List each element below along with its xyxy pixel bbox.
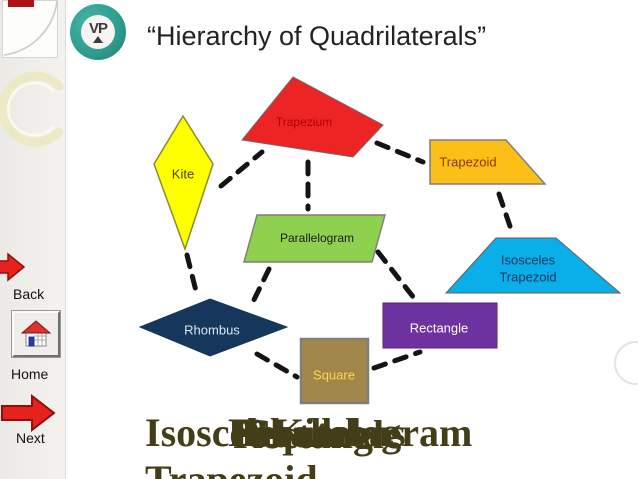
node-label-square: Square bbox=[313, 367, 355, 382]
node-kite: Kite bbox=[153, 114, 214, 252]
node-shape-parallelogram bbox=[243, 214, 386, 263]
node-shape-trapezium bbox=[241, 76, 384, 158]
decor-box bbox=[2, 0, 58, 58]
footer-word: Square bbox=[249, 411, 371, 456]
footer-word: Kite bbox=[273, 410, 347, 455]
back-label: Back bbox=[13, 286, 45, 302]
decor-circle-right bbox=[614, 341, 638, 385]
footer-word: Isosceles bbox=[145, 410, 292, 455]
home-button[interactable] bbox=[12, 311, 60, 357]
school-logo-inner: VP bbox=[81, 15, 115, 49]
connector-line bbox=[247, 266, 272, 311]
node-shape-rectangle bbox=[382, 302, 498, 349]
node-label-isosceles-trapezoid: Trapezoid bbox=[499, 269, 556, 284]
connector-line bbox=[496, 191, 516, 238]
connector-lines bbox=[184, 140, 516, 380]
school-logo: VP bbox=[70, 4, 126, 60]
node-trapezium: Trapezium bbox=[241, 76, 384, 158]
node-label-rectangle: Rectangle bbox=[410, 320, 469, 335]
connector-line bbox=[184, 252, 200, 298]
node-label-rhombus: Rhombus bbox=[184, 322, 240, 337]
connector-line bbox=[371, 349, 423, 371]
shape-nodes: TrapeziumKiteTrapezoidParallelogramIsosc… bbox=[138, 76, 622, 405]
decor-arcs bbox=[0, 0, 64, 147]
node-label-trapezoid: Trapezoid bbox=[439, 154, 496, 169]
connector-line bbox=[218, 149, 265, 189]
node-shape-isosceles-trapezoid bbox=[444, 237, 622, 294]
connector-line bbox=[375, 249, 417, 301]
connector-line bbox=[254, 351, 300, 380]
page-title: “Hierarchy of Quadrilaterals” bbox=[147, 21, 487, 51]
logo-text: VP bbox=[88, 19, 108, 37]
node-trapezoid: Trapezoid bbox=[429, 139, 547, 185]
footer-word: Parallelogram bbox=[228, 410, 473, 455]
node-label-parallelogram: Parallelogram bbox=[280, 231, 354, 245]
node-label-trapezium: Trapezium bbox=[276, 115, 332, 129]
footer-word: Trapezoid bbox=[145, 458, 318, 479]
sidebar: Back Home Next bbox=[0, 0, 66, 479]
node-label-kite: Kite bbox=[172, 166, 194, 181]
node-rectangle: Rectangle bbox=[382, 302, 498, 349]
node-rhombus: Rhombus bbox=[138, 298, 289, 357]
node-shape-kite bbox=[153, 114, 214, 252]
node-shape-rhombus bbox=[138, 298, 289, 357]
footer-word: Rhombus bbox=[241, 410, 406, 455]
home-label: Home bbox=[11, 366, 49, 382]
node-label-isosceles-trapezoid: Isosceles bbox=[501, 252, 556, 267]
top-left-red-mark bbox=[8, 0, 34, 7]
node-parallelogram: Parallelogram bbox=[243, 214, 386, 263]
logo-triangle-icon bbox=[93, 35, 103, 43]
back-button[interactable] bbox=[0, 251, 32, 285]
node-shape-square bbox=[299, 337, 370, 405]
next-button[interactable] bbox=[0, 392, 58, 434]
footer-word: Rectangle bbox=[233, 412, 402, 457]
node-shape-trapezoid bbox=[429, 139, 547, 185]
connector-line bbox=[374, 140, 426, 165]
next-label: Next bbox=[16, 430, 45, 446]
node-square: Square bbox=[299, 337, 370, 405]
home-icon bbox=[21, 320, 51, 347]
